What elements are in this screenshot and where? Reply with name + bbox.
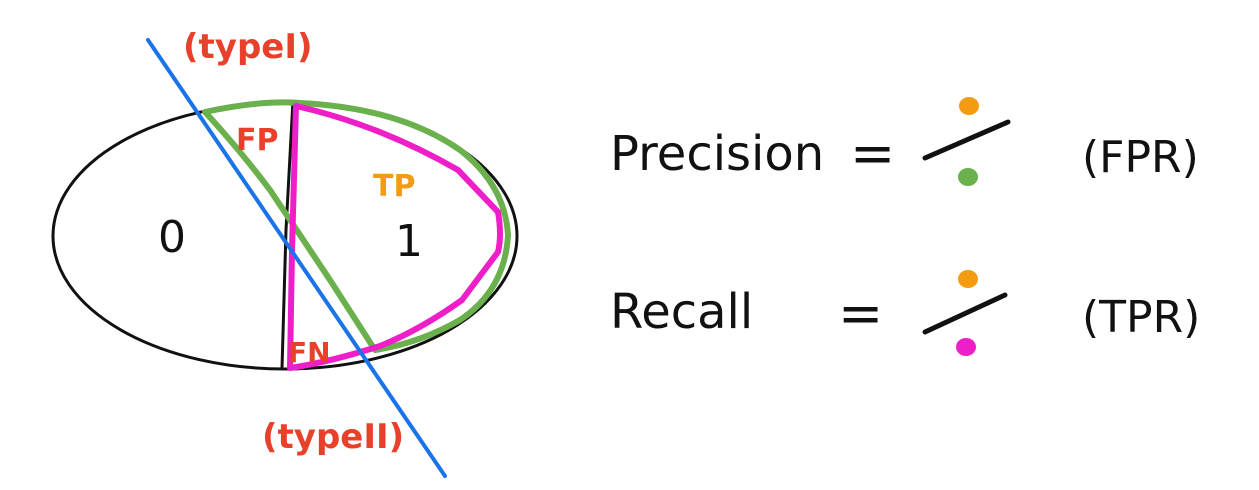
precision-equals: = [850,122,895,185]
actual-positive-dot-icon [956,338,976,356]
fp-label: FP [236,123,278,158]
actual-positive-region [287,103,503,371]
decision-boundary-line [146,38,447,478]
precision-formula: Precision = (FPR) [610,97,1199,186]
fraction-bar [922,292,1008,335]
precision-label: Precision [610,126,824,182]
class-0-label: 0 [158,212,186,263]
recall-equals: = [838,282,883,345]
predicted-positive-region [202,99,511,353]
class-divider-line [280,99,295,369]
type1-label: (typeI) [183,27,313,67]
recall-label: Recall [610,284,753,340]
recall-formula: Recall = (TPR) [610,270,1200,356]
fraction-bar [922,119,1011,161]
precision-alias: (FPR) [1082,132,1199,183]
predicted-positive-dot-icon [958,168,978,186]
class-1-label: 1 [395,216,423,267]
tp-dot-icon [959,97,979,115]
tp-dot-icon [958,270,978,288]
recall-alias: (TPR) [1082,292,1200,343]
tp-label: TP [373,169,415,204]
type2-label: (typeII) [262,417,404,457]
fn-label: FN [288,336,331,369]
